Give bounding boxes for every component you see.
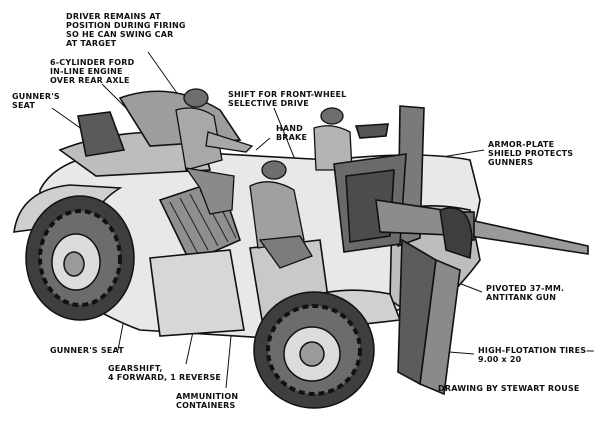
crew-figures (175, 88, 353, 269)
front-left-wheel (25, 195, 135, 321)
artist-credit: DRAWING BY STEWART ROUSE (438, 384, 580, 393)
label-ammunition: AMMUNITION CONTAINERS (176, 392, 239, 410)
label-armor-plate: ARMOR-PLATE SHIELD PROTECTS GUNNERS (488, 140, 574, 167)
label-front-wheel-shift: SHIFT FOR FRONT-WHEEL SELECTIVE DRIVE (228, 90, 347, 108)
label-tires: HIGH-FLOTATION TIRES— 9.00 x 20 (478, 346, 595, 364)
antitank-gun (333, 105, 589, 396)
label-hand-brake: HAND BRAKE (276, 124, 308, 142)
front-right-wheel (253, 291, 375, 409)
label-gearshift: GEARSHIFT, 4 FORWARD, 1 REVERSE (108, 364, 222, 382)
label-engine: 6-CYLINDER FORD IN-LINE ENGINE OVER REAR… (50, 58, 135, 85)
label-antitank-gun: PIVOTED 37-MM. ANTITANK GUN (486, 284, 565, 302)
label-driver-position: DRIVER REMAINS AT POSITION DURING FIRING… (66, 12, 186, 48)
wheels (25, 195, 473, 409)
label-gunners-seat-bottom: GUNNER'S SEAT (50, 346, 124, 355)
label-gunners-seat-top: GUNNER'S SEAT (12, 92, 60, 110)
